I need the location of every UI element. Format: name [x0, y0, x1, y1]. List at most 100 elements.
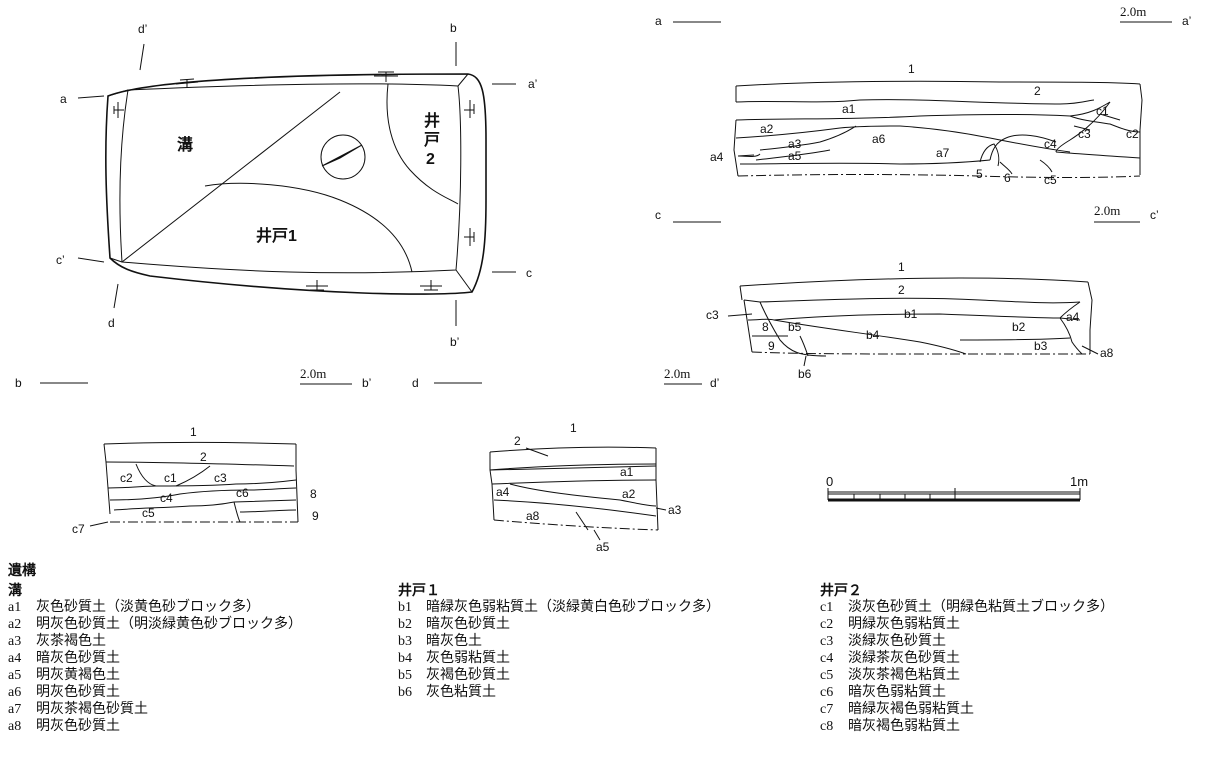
- plan-label-b-prime: b’: [450, 335, 459, 349]
- section-bb-scale: 2.0m: [300, 366, 326, 381]
- legend-title: 遺構: [8, 562, 36, 578]
- section-cc-right-label: c’: [1150, 208, 1159, 222]
- cc-layer-b2: b2: [1012, 320, 1026, 334]
- plan-ido2-boundary: [386, 83, 459, 205]
- section-dd-right-label: d’: [710, 376, 719, 390]
- plan-label-ido2-3: 2: [426, 151, 435, 168]
- legend-group-name: 井戸２: [820, 582, 862, 598]
- plan-label-a: a: [60, 92, 67, 106]
- bb-layer-8: 8: [310, 487, 317, 501]
- cc-layer-a4: a4: [1066, 310, 1080, 324]
- plan-label-mizo: 溝: [177, 135, 193, 154]
- section-bb-left-label: b: [15, 376, 22, 390]
- section-aa-left-label: a: [655, 14, 662, 28]
- cc-layer-c3: c3: [706, 308, 719, 322]
- dd-layer-2: 2: [514, 434, 521, 448]
- figure-canvas: a a’ d’ b c’ c d b’ 溝 井戸1 井 戸 2 a 2.0m a…: [15, 4, 1191, 554]
- aa-layer-a2: a2: [760, 122, 774, 136]
- bb-layer-2: 2: [200, 450, 207, 464]
- dd-layer-1: 1: [570, 421, 577, 435]
- aa-layer-5: 5: [976, 167, 983, 181]
- plan-label-a-prime: a’: [528, 77, 537, 91]
- cc-layer-1: 1: [898, 260, 905, 274]
- bb-layer-c6: c6: [236, 486, 249, 500]
- bb-layer-1: 1: [190, 425, 197, 439]
- section-aa-right-label: a’: [1182, 14, 1191, 28]
- plan-label-ido1: 井戸1: [256, 226, 297, 245]
- scale-bar-zero: 0: [826, 474, 833, 489]
- section-bb-right-label: b’: [362, 376, 371, 390]
- cc-layer-b6: b6: [798, 367, 812, 381]
- plan-label-d: d: [108, 316, 115, 330]
- plan-view: a a’ d’ b c’ c d b’ 溝 井戸1 井 戸 2: [56, 21, 537, 349]
- dd-layer-a8: a8: [526, 509, 540, 523]
- dd-layer-a5: a5: [596, 540, 610, 554]
- scale-bar: 0 1m: [826, 474, 1088, 502]
- aa-layer-6: 6: [1004, 171, 1011, 185]
- bb-layer-c5: c5: [142, 506, 155, 520]
- legend-group-name: 井戸１: [398, 582, 440, 598]
- scale-bar-end: 1m: [1070, 474, 1088, 489]
- bb-layer-c4: c4: [160, 491, 173, 505]
- aa-layer-2: 2: [1034, 84, 1041, 98]
- plan-diagonal-line: [121, 91, 341, 263]
- section-dd-scale: 2.0m: [664, 366, 690, 381]
- cc-layer-b1: b1: [904, 307, 918, 321]
- aa-layer-a4: a4: [710, 150, 724, 164]
- plan-ido1-boundary: [204, 182, 413, 273]
- aa-layer-a5: a5: [788, 149, 802, 163]
- north-arrow-icon: [320, 134, 366, 180]
- bb-layer-c2: c2: [120, 471, 133, 485]
- cc-layer-2: 2: [898, 283, 905, 297]
- aa-layer-c5: c5: [1044, 173, 1057, 187]
- legend-group-name: 溝: [8, 582, 22, 598]
- aa-layer-1: 1: [908, 62, 915, 76]
- plan-label-ido2-2: 戸: [424, 131, 440, 149]
- aa-layer-c2: c2: [1126, 127, 1139, 141]
- plan-label-ido2-1: 井: [424, 111, 440, 130]
- dd-layer-a3: a3: [668, 503, 682, 517]
- section-cc: c 2.0m c’ 1 2 c3 8 b5 9 b6 b1 b4 b2 a4 b…: [655, 203, 1159, 381]
- plan-corner-lines: [107, 73, 473, 293]
- aa-layer-a1: a1: [842, 102, 856, 116]
- cc-layer-b3: b3: [1034, 339, 1048, 353]
- cc-layer-9: 9: [768, 339, 775, 353]
- cc-layer-8: 8: [762, 320, 769, 334]
- plan-label-d-prime: d’: [138, 22, 147, 36]
- bb-layer-c3: c3: [214, 471, 227, 485]
- section-aa-scale: 2.0m: [1120, 4, 1146, 19]
- section-dd-left-label: d: [412, 376, 419, 390]
- dd-layer-a4: a4: [496, 485, 510, 499]
- aa-layer-c3: c3: [1078, 127, 1091, 141]
- aa-layer-c1: c1: [1096, 104, 1109, 118]
- aa-layer-a6: a6: [872, 132, 886, 146]
- bb-layer-c7: c7: [72, 522, 85, 536]
- bb-layer-c1: c1: [164, 471, 177, 485]
- plan-hachures: [113, 71, 475, 291]
- section-dd: d 2.0m d’ 1 2 a1 a4 a2 a3 a8 a5: [412, 366, 719, 554]
- plan-label-c-prime: c’: [56, 253, 65, 267]
- section-cc-left-label: c: [655, 208, 661, 222]
- plan-label-b: b: [450, 21, 457, 35]
